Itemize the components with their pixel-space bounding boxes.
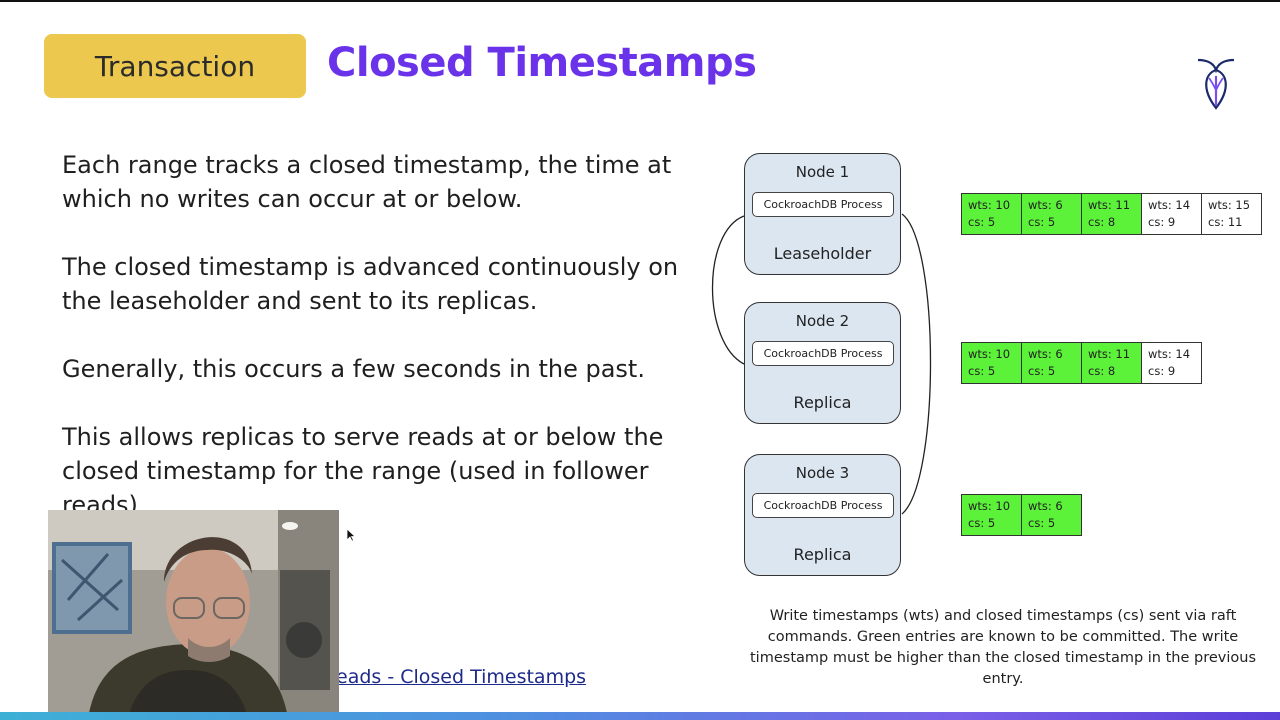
raft-log-entry: wts: 10 cs: 5 [961, 342, 1022, 384]
entry-cs: cs: 11 [1208, 215, 1243, 229]
entry-cs: cs: 5 [968, 215, 996, 229]
bullet-list: Each range tracks a closed timestamp, th… [62, 148, 702, 522]
node-2-name: Node 2 [795, 312, 850, 330]
presenter-video-frame [48, 510, 339, 718]
bullet-2: The closed timestamp is advanced continu… [62, 253, 679, 315]
raft-log-entry: wts: 10 cs: 5 [961, 193, 1022, 235]
entry-wts: wts: 6 [1028, 347, 1063, 361]
presenter-webcam [48, 510, 339, 718]
raft-log-entry: wts: 14 cs: 9 [1141, 193, 1202, 235]
node-1-name: Node 1 [795, 163, 850, 181]
raft-log-entry: wts: 14 cs: 9 [1141, 342, 1202, 384]
node-2-role: Replica [793, 393, 852, 412]
entry-cs: cs: 8 [1088, 215, 1116, 229]
entry-cs: cs: 9 [1148, 215, 1176, 229]
cockroach-logo-icon [1197, 58, 1235, 110]
entry-wts: wts: 10 [968, 198, 1011, 212]
raft-log-entry: wts: 11 cs: 8 [1081, 342, 1142, 384]
node-1-role: Leaseholder [773, 244, 872, 263]
node-3-role: Replica [793, 545, 852, 564]
entry-cs: cs: 5 [1028, 215, 1056, 229]
bottom-accent-bar [0, 712, 1280, 720]
bullet-3: Generally, this occurs a few seconds in … [62, 355, 645, 383]
node-3: Node 3 CockroachDB Process Replica [744, 454, 901, 576]
raft-log-node-3: wts: 10 cs: 5 wts: 6 cs: 5 [961, 494, 1082, 536]
entry-cs: cs: 5 [1028, 516, 1056, 530]
slide-title: Closed Timestamps [327, 40, 757, 86]
entry-cs: cs: 5 [1028, 364, 1056, 378]
entry-cs: cs: 8 [1088, 364, 1116, 378]
entry-wts: wts: 10 [968, 347, 1011, 361]
node-3-process: CockroachDB Process [752, 493, 894, 518]
raft-log-entry: wts: 11 cs: 8 [1081, 193, 1142, 235]
raft-log-entry: wts: 15 cs: 11 [1201, 193, 1262, 235]
raft-log-entry: wts: 6 cs: 5 [1021, 193, 1082, 235]
entry-wts: wts: 11 [1088, 347, 1131, 361]
node-2: Node 2 CockroachDB Process Replica [744, 302, 901, 424]
entry-cs: cs: 5 [968, 364, 996, 378]
node-3-name: Node 3 [795, 464, 850, 482]
node-2-process: CockroachDB Process [752, 341, 894, 366]
section-badge: Transaction [44, 34, 306, 98]
entry-wts: wts: 14 [1148, 198, 1191, 212]
raft-connectors [711, 213, 932, 515]
entry-wts: wts: 11 [1088, 198, 1131, 212]
entry-wts: wts: 6 [1028, 198, 1063, 212]
diagram-caption: Write timestamps (wts) and closed timest… [750, 608, 1256, 687]
node-1-process: CockroachDB Process [752, 192, 894, 217]
mouse-pointer-icon [346, 528, 356, 542]
entry-cs: cs: 9 [1148, 364, 1176, 378]
entry-cs: cs: 5 [968, 516, 996, 530]
entry-wts: wts: 6 [1028, 499, 1063, 513]
reference-link[interactable]: eads - Closed Timestamps [336, 666, 587, 688]
raft-log-entry: wts: 6 cs: 5 [1021, 494, 1082, 536]
entry-wts: wts: 10 [968, 499, 1011, 513]
raft-log-entry: wts: 10 cs: 5 [961, 494, 1022, 536]
entry-wts: wts: 14 [1148, 347, 1191, 361]
node-1: Node 1 CockroachDB Process Leaseholder [744, 153, 901, 275]
bullet-4: This allows replicas to serve reads at o… [62, 423, 664, 519]
bullet-1: Each range tracks a closed timestamp, th… [62, 151, 672, 213]
raft-log-entry: wts: 6 cs: 5 [1021, 342, 1082, 384]
entry-wts: wts: 15 [1208, 198, 1251, 212]
